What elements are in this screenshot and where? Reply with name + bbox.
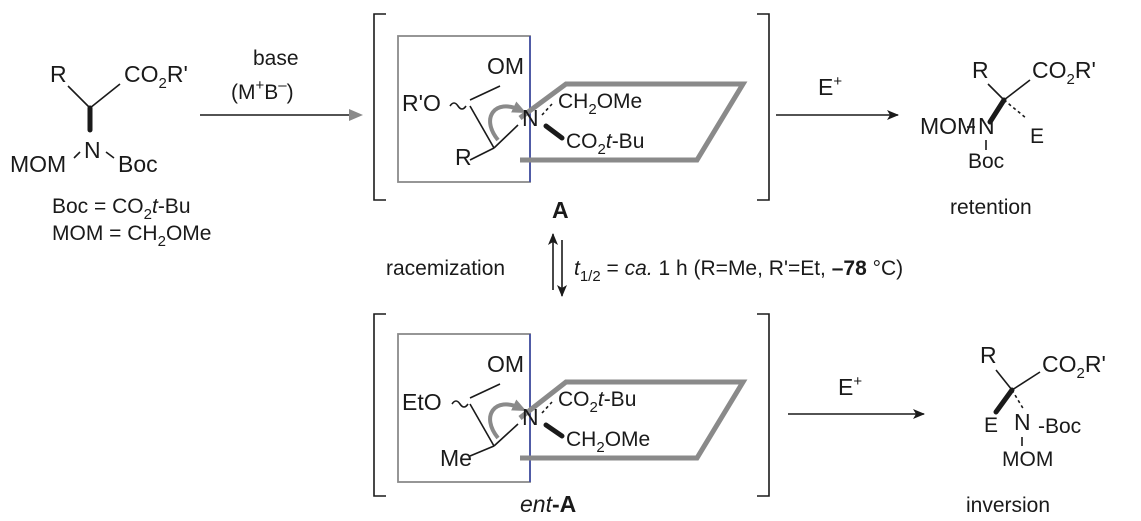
- ret-mom: MOM: [920, 113, 976, 139]
- plane-horizontal-a: [518, 81, 748, 163]
- enta-wavy-bond: [451, 400, 469, 408]
- starting-material: R CO2R' N MOM Boc Boc = CO2t-Bu MOM = CH…: [10, 61, 211, 250]
- a-dash-bond: [541, 103, 553, 116]
- ret-boc: Boc: [968, 150, 1004, 173]
- retention-label: retention: [950, 196, 1032, 219]
- a-ro: R'O: [402, 90, 441, 116]
- a-bond-n: [493, 124, 519, 149]
- enta-dash-bond: [541, 401, 553, 414]
- ret-bond-r: [987, 83, 1005, 101]
- enta-bond-me: [469, 445, 495, 457]
- a-bond-r: [469, 147, 495, 161]
- enta-label: ent-A: [520, 491, 576, 517]
- a-double-bond-1: [469, 105, 495, 149]
- a-wedge-bond: [543, 123, 565, 141]
- base-label: base: [253, 47, 299, 70]
- start-bond-mom: [73, 151, 81, 159]
- a-co2tbu: CO2t-Bu: [566, 130, 644, 158]
- enta-wedge-bond: [543, 422, 565, 439]
- a-rotation-arrow: [488, 101, 527, 142]
- racemization-label: racemization: [386, 257, 505, 280]
- a-wavy-bond: [449, 102, 467, 110]
- enta-n: N: [522, 404, 539, 430]
- start-bond-co2r: [89, 83, 121, 109]
- ret-co2r: CO2R': [1032, 57, 1096, 88]
- intermediate-ent-a: OM EtO Me N CO2t-Bu CH2OMe ent-A: [373, 313, 770, 517]
- inv-n: N: [1014, 409, 1031, 435]
- a-ch2ome: CH2OMe: [558, 90, 642, 118]
- ret-n: N: [978, 113, 995, 139]
- base-reagent: (M+B–): [231, 77, 294, 104]
- top-e-label: E+: [818, 73, 842, 100]
- inv-r: R: [980, 342, 997, 368]
- half-life-label: t1/2 = ca. 1 h (R=Me, R'=Et, –78 °C): [574, 257, 903, 285]
- bracket-left-enta: [373, 313, 386, 497]
- enta-co2tbu: CO2t-Bu: [558, 388, 636, 416]
- bracket-left-a: [373, 13, 386, 201]
- a-bond-om: [469, 85, 501, 101]
- enta-bond-n: [493, 423, 519, 447]
- start-r: R: [50, 61, 67, 87]
- enta-me: Me: [440, 445, 472, 471]
- mom-definition: MOM = CH2OMe: [52, 222, 211, 250]
- bracket-right-enta: [757, 313, 770, 497]
- top-electrophile-step: E+: [776, 73, 899, 120]
- inversion-product: R CO2R' E N -Boc MOM inversion: [966, 342, 1106, 517]
- inv-bond-r: [995, 369, 1013, 391]
- inv-co2r: CO2R': [1042, 351, 1106, 382]
- start-mom: MOM: [10, 151, 66, 177]
- inv-boc: -Boc: [1038, 415, 1081, 438]
- inv-e: E: [984, 414, 998, 437]
- start-n: N: [84, 137, 101, 163]
- ret-r: R: [972, 57, 989, 83]
- inversion-label: inversion: [966, 494, 1050, 517]
- inv-bond-co2r: [1011, 371, 1041, 391]
- base-step: base (M+B–): [200, 47, 363, 121]
- inv-wedge: [993, 387, 1015, 415]
- enta-eto: EtO: [402, 389, 442, 415]
- start-bond-r: [67, 85, 91, 109]
- bottom-electrophile-step: E+: [788, 373, 925, 419]
- enta-double-bond-1: [469, 403, 495, 447]
- retention-product: R CO2R' MOM N E Boc retention: [920, 57, 1096, 219]
- a-om: OM: [487, 53, 524, 79]
- inv-mom: MOM: [1002, 448, 1053, 471]
- enta-bond-om: [469, 383, 501, 399]
- ret-bond-co2r: [1003, 79, 1031, 101]
- racemization-equilibrium: racemization t1/2 = ca. 1 h (R=Me, R'=Et…: [386, 233, 903, 297]
- a-label: A: [552, 197, 569, 223]
- start-boc: Boc: [118, 151, 158, 177]
- ret-dash: [1003, 99, 1027, 119]
- a-r: R: [455, 144, 472, 170]
- inv-dash: [1011, 389, 1025, 411]
- enta-ch2ome: CH2OMe: [566, 428, 650, 456]
- boc-definition: Boc = CO2t-Bu: [52, 195, 191, 223]
- plane-horizontal-enta: [518, 379, 748, 461]
- enta-rotation-arrow: [488, 399, 527, 440]
- enta-om: OM: [487, 351, 524, 377]
- start-bond-boc: [105, 151, 115, 159]
- ret-wedge: [987, 97, 1007, 125]
- start-co2r: CO2R': [124, 61, 188, 92]
- intermediate-a: OM R'O R N CH2OMe CO2t-Bu A: [373, 13, 770, 223]
- ret-e: E: [1030, 125, 1044, 148]
- a-n: N: [522, 105, 539, 131]
- bottom-e-label: E+: [838, 373, 862, 400]
- bracket-right-a: [757, 13, 770, 201]
